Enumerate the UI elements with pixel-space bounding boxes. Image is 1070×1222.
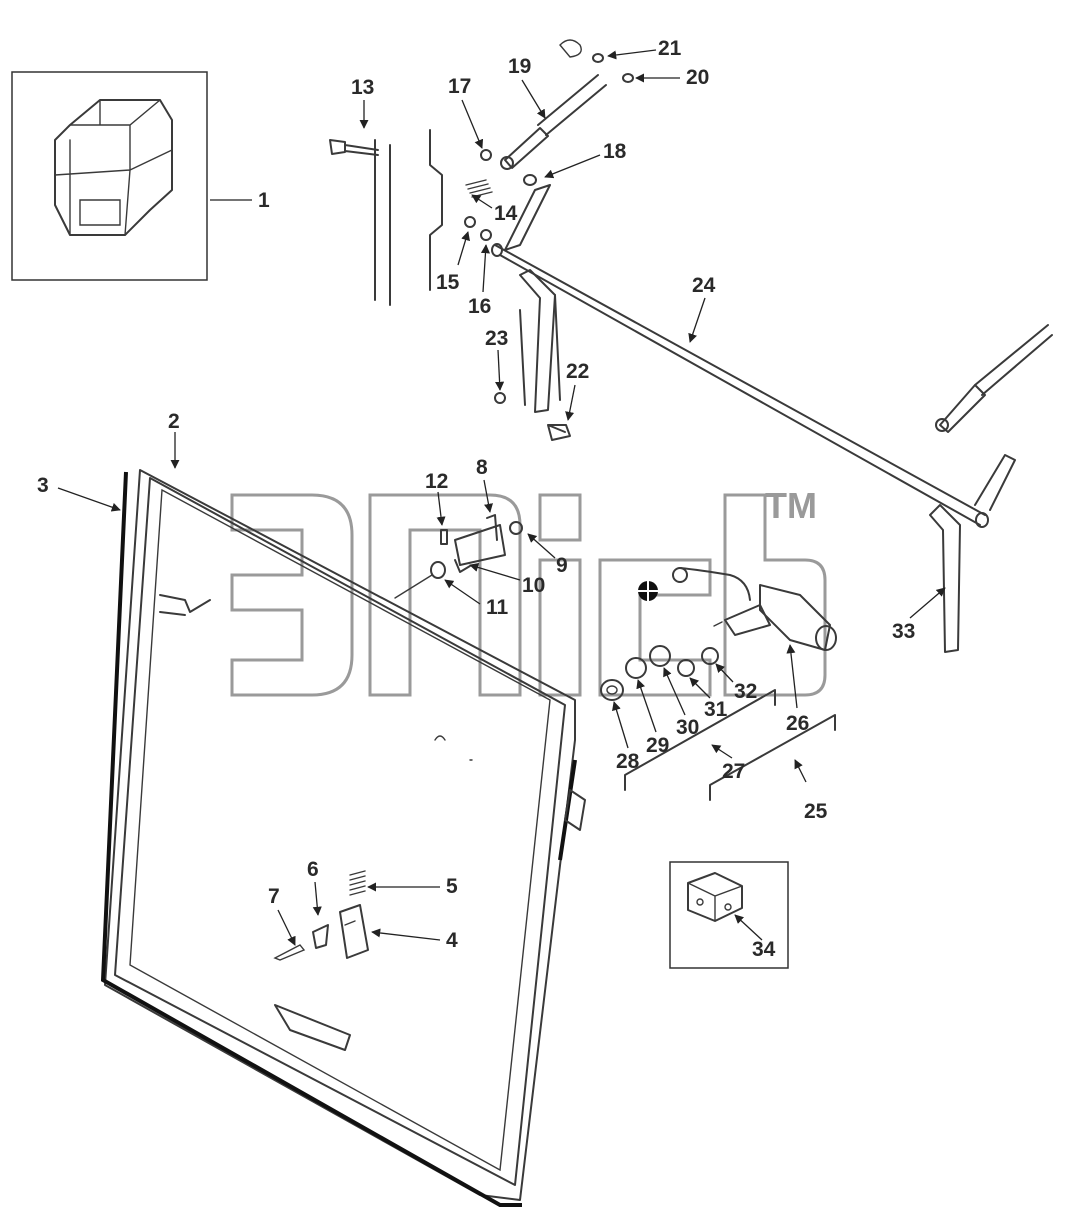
latch-parts-8-12 [394,514,523,599]
motor-26 [638,567,837,651]
callout-6: 6 [307,858,319,881]
callout-31: 31 [704,698,728,721]
callout-28: 28 [616,750,640,773]
gas-strut-right [935,324,1053,433]
washers-28-32 [600,645,719,701]
callout-3: 3 [37,474,49,497]
gas-strut-19 [480,39,634,186]
cab-inset [11,71,208,281]
callout-labels: 1 2 3 4 5 6 7 8 9 10 11 12 13 14 15 16 1… [37,37,915,961]
callout-32: 32 [734,680,757,703]
lock-parts-4-7 [273,870,369,961]
spring-washers-14-16 [464,179,493,241]
callout-27: 27 [722,760,745,783]
window-frame [100,469,586,1207]
callout-9: 9 [556,554,568,577]
callout-29: 29 [646,734,669,757]
post-bracket [374,129,443,306]
callout-25: 25 [804,800,828,823]
block-inset-34 [669,861,789,969]
callout-15: 15 [436,271,460,294]
callout-1: 1 [258,189,270,212]
callout-19: 19 [508,55,531,78]
pin-22 [547,424,571,441]
bolt-13 [329,139,379,156]
callout-34: 34 [752,938,776,961]
trademark-mark: TM [765,485,817,526]
callout-33: 33 [892,620,915,643]
callout-2: 2 [168,410,180,433]
callout-5: 5 [446,875,458,898]
callout-24: 24 [692,274,716,297]
callout-16: 16 [468,295,491,318]
group-bracket-25 [709,714,836,801]
group-bracket-27 [624,689,776,791]
callout-23: 23 [485,327,508,350]
callout-4: 4 [446,929,458,952]
callout-22: 22 [566,360,589,383]
callout-17: 17 [448,75,471,98]
callout-30: 30 [676,716,699,739]
callout-26: 26 [786,712,809,735]
callout-10: 10 [522,574,545,597]
callout-14: 14 [494,202,518,225]
callout-7: 7 [268,885,280,908]
shaft-24 [491,184,1016,653]
callout-8: 8 [476,456,488,479]
washer-23 [494,392,506,404]
callout-18: 18 [603,140,627,163]
callout-11: 11 [486,596,509,619]
callout-13: 13 [351,76,374,99]
callout-20: 20 [686,66,709,89]
callout-12: 12 [425,470,448,493]
leader-lines [57,49,946,946]
callout-21: 21 [658,37,682,60]
